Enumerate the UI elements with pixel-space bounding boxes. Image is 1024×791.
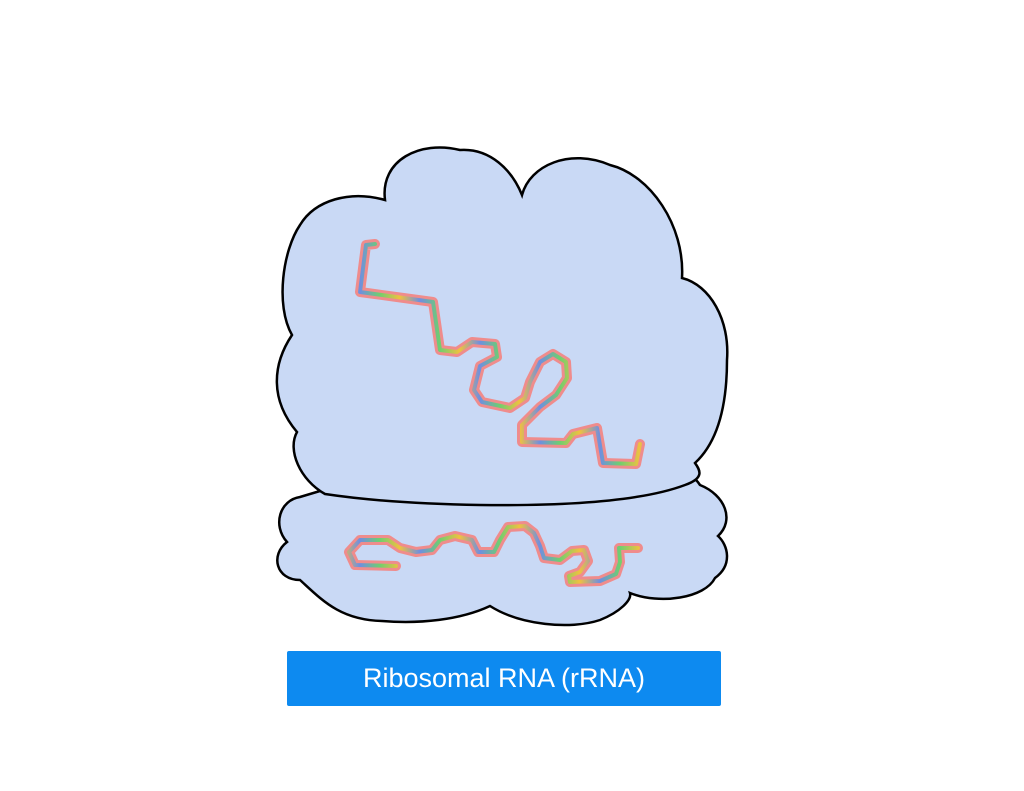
rna-strand-large xyxy=(355,239,645,469)
rrna-label-box: Ribosomal RNA (rRNA) xyxy=(287,651,721,706)
rna-strand-small xyxy=(344,521,643,587)
rrna-label: Ribosomal RNA (rRNA) xyxy=(362,663,646,693)
large-subunit xyxy=(275,146,729,507)
